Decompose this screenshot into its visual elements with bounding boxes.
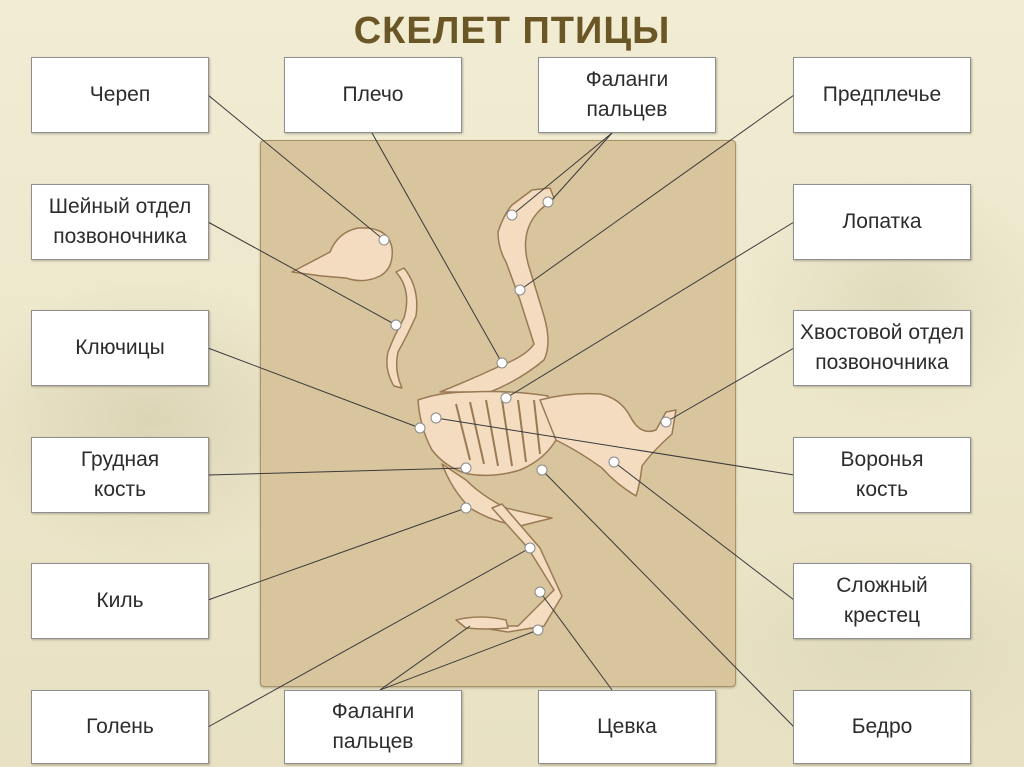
leader-wing-phalanges-1 xyxy=(512,133,612,215)
dot-clavicles xyxy=(415,423,425,433)
label-wing-phalanges: Фаланги пальцев xyxy=(538,57,716,133)
leader-caudal xyxy=(666,348,794,422)
skull-bone xyxy=(292,228,392,281)
label-keel: Киль xyxy=(31,563,209,639)
label-forearm: Предплечье xyxy=(793,57,971,133)
dot-caudal xyxy=(661,417,671,427)
dot-tarsus xyxy=(535,587,545,597)
label-clavicles: Ключицы xyxy=(31,310,209,386)
dot-skull xyxy=(379,235,389,245)
leader-synsacrum xyxy=(614,462,794,600)
label-femur: Бедро xyxy=(793,690,971,764)
dot-shin xyxy=(525,543,535,553)
leader-wing-phalanges-2 xyxy=(550,133,612,202)
pelvis-bones xyxy=(540,394,676,496)
label-skull: Череп xyxy=(31,57,209,133)
leader-femur xyxy=(542,470,794,727)
dot-cervical xyxy=(391,320,401,330)
label-coracoid: Воронья кость xyxy=(793,437,971,513)
leader-toe-1 xyxy=(380,626,470,690)
dot-forearm xyxy=(515,285,525,295)
dot-sternum xyxy=(461,463,471,473)
dot-wing-phalanx-2 xyxy=(543,197,553,207)
label-toe-phalanges: Фаланги пальцев xyxy=(284,690,462,764)
label-cervical-spine: Шейный отдел позвоночника xyxy=(31,184,209,260)
label-shoulder: Плечо xyxy=(284,57,462,133)
dot-keel xyxy=(461,503,471,513)
label-shin: Голень xyxy=(31,690,209,764)
leader-tarsus xyxy=(540,592,612,690)
dot-scapula xyxy=(501,393,511,403)
leader-toe-2 xyxy=(380,630,538,690)
leader-scapula xyxy=(506,222,794,398)
dot-coracoid xyxy=(431,413,441,423)
leader-keel xyxy=(208,508,466,600)
label-scapula: Лопатка xyxy=(793,184,971,260)
label-caudal-spine: Хвостовой отдел позвоночника xyxy=(793,310,971,386)
dot-wing-phalanx-1 xyxy=(507,210,517,220)
label-synsacrum: Сложный крестец xyxy=(793,563,971,639)
dot-shoulder xyxy=(497,358,507,368)
toe-bones xyxy=(456,617,508,629)
dot-toe xyxy=(533,625,543,635)
leg-bones xyxy=(470,504,562,632)
dot-femur xyxy=(537,465,547,475)
label-sternum: Грудная кость xyxy=(31,437,209,513)
label-tarsus: Цевка xyxy=(538,690,716,764)
neck-bones xyxy=(387,268,417,388)
leader-sternum xyxy=(208,468,466,475)
dot-synsacrum xyxy=(609,457,619,467)
